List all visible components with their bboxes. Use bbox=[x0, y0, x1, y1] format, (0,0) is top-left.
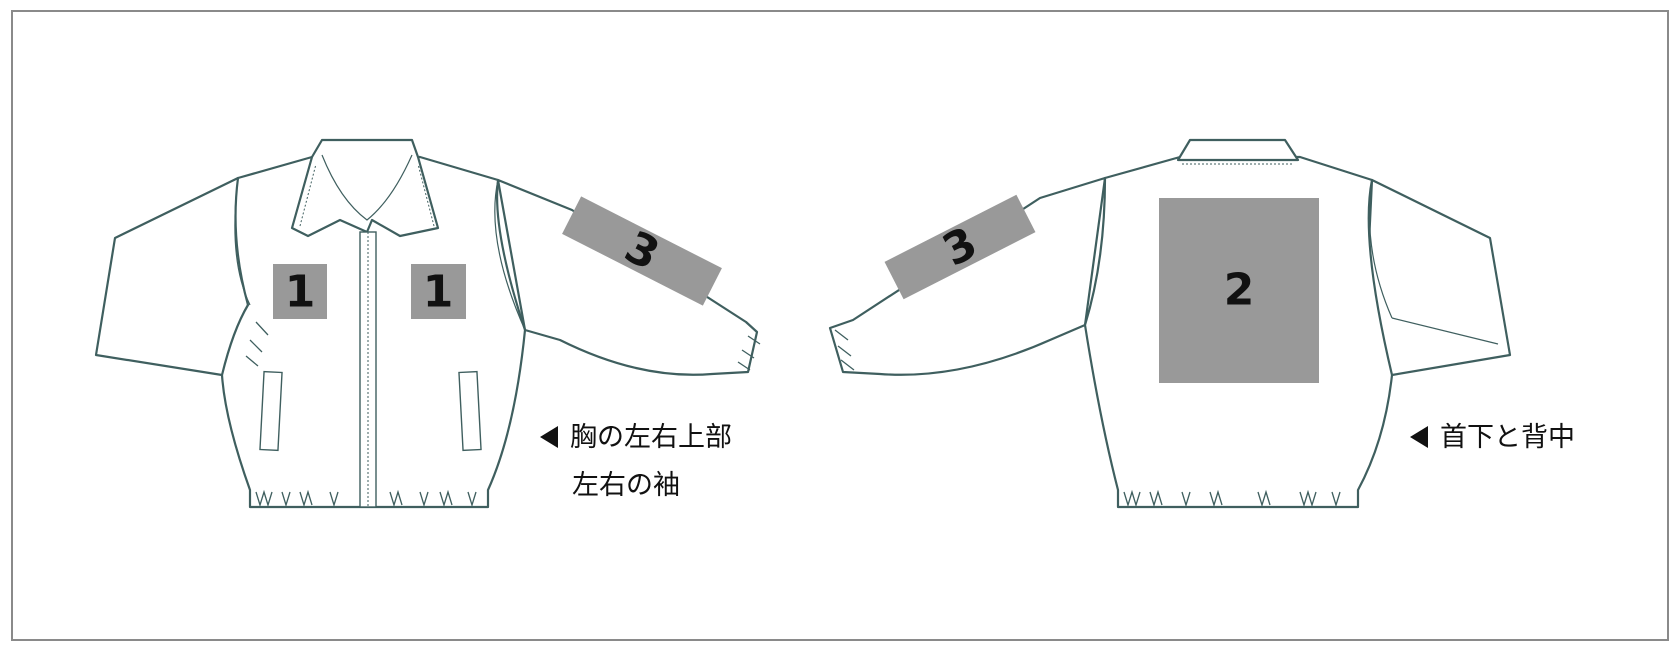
back-waistband bbox=[1123, 489, 1341, 508]
front-collar bbox=[290, 138, 440, 238]
front-pocket-left bbox=[259, 370, 283, 452]
front-left-sleeve bbox=[94, 176, 250, 377]
front-pocket-right bbox=[458, 370, 482, 452]
front-jacket: 1 1 3 bbox=[94, 138, 761, 509]
back-jacket: 2 3 bbox=[828, 138, 1512, 509]
zone-chest-right bbox=[411, 264, 466, 319]
back-left-sleeve bbox=[828, 176, 1107, 376]
zone-chest-left bbox=[273, 264, 327, 319]
left-triangle-icon bbox=[540, 426, 558, 448]
back-collar bbox=[1176, 138, 1300, 162]
front-note-line1: 胸の左右上部 bbox=[540, 424, 732, 451]
zone-back-label: 2 bbox=[1224, 265, 1255, 316]
front-right-sleeve bbox=[496, 178, 759, 376]
front-waistband bbox=[255, 489, 477, 508]
back-note-line1: 首下と背中 bbox=[1410, 424, 1575, 451]
diagram-frame bbox=[11, 10, 1669, 641]
zone-chest-left-label: 1 bbox=[285, 267, 316, 318]
back-right-sleeve bbox=[1364, 178, 1512, 377]
front-note-line1-text: 胸の左右上部 bbox=[570, 422, 732, 453]
left-triangle-icon bbox=[1410, 426, 1428, 448]
back-note-line1-text: 首下と背中 bbox=[1440, 422, 1575, 453]
zone-sleeve-front bbox=[562, 196, 722, 306]
zone-sleeve-back bbox=[884, 194, 1036, 300]
front-note-line2: 左右の袖 bbox=[572, 470, 680, 501]
zone-chest-right-label: 1 bbox=[423, 267, 454, 318]
zone-back bbox=[1159, 198, 1319, 383]
